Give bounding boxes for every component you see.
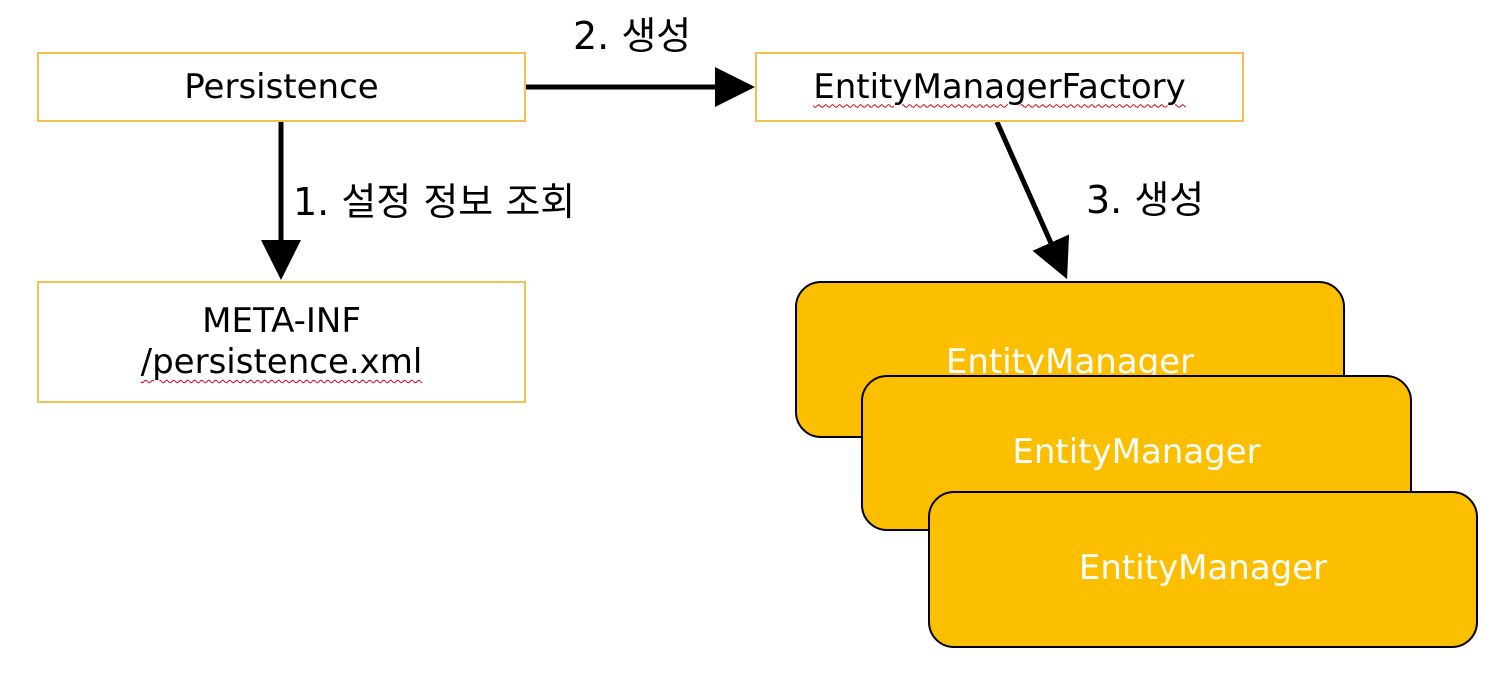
entity-manager-factory-label: EntityManagerFactory [813,66,1186,107]
step2-label: 2. 생성 [573,14,692,58]
persistence-box: Persistence [37,52,526,122]
entity-manager-label-2: EntityManager [1012,432,1261,472]
entity-manager-label-3: EntityManager [1078,548,1328,588]
entity-manager-factory-box: EntityManagerFactory [755,52,1244,122]
step3-label: 3. 생성 [1086,178,1205,222]
entity-manager-card-3: EntityManager [928,491,1478,648]
persistence-label: Persistence [184,66,379,107]
step1-label: 1. 설정 정보 조회 [293,180,576,224]
meta-inf-line2: /persistence.xml [140,342,423,382]
meta-inf-line1: META-INF [202,301,361,342]
meta-inf-box: META-INF /persistence.xml [37,281,526,403]
arrow-factory-to-entity-managers [994,120,1070,280]
entity-manager-label-1: EntityManager [945,342,1195,382]
